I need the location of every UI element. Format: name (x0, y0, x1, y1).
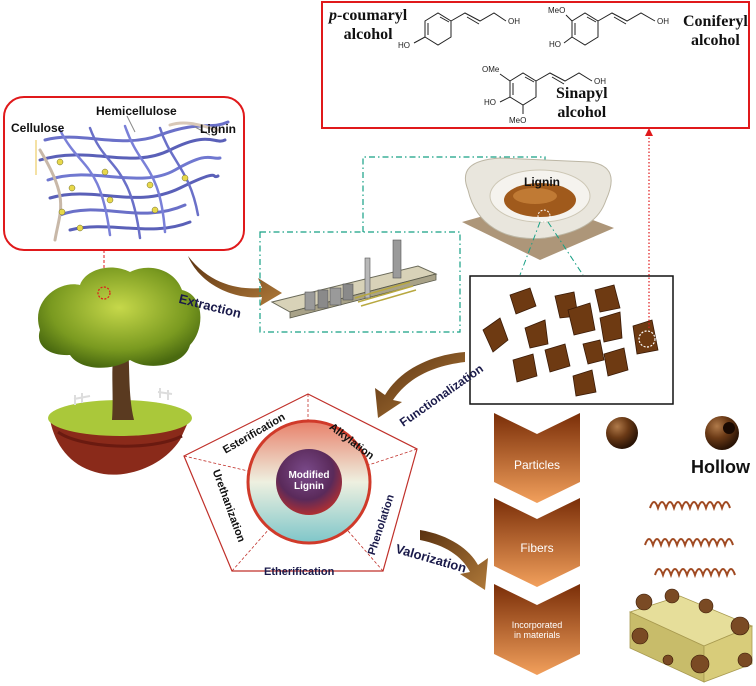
p-coumaryl-ho: HO (398, 41, 410, 50)
sinapyl-name: Sinapyl (556, 85, 608, 102)
fibers-label: Fibers (520, 541, 554, 555)
lignin-dish (462, 157, 614, 260)
valorization-arrow (420, 530, 488, 590)
sinapyl-ome: OMe (482, 65, 500, 74)
tree-canopy (38, 267, 201, 368)
fence (73, 388, 173, 405)
sinapyl-oh: OH (594, 77, 606, 86)
p-coumaryl-name: -coumaryl (337, 7, 408, 24)
sinapyl-chain (535, 72, 593, 82)
solid-particle (606, 417, 638, 449)
coniferyl-ome: MeO (548, 6, 565, 15)
hemicellulose-label: Hemicellulose (96, 104, 177, 118)
fiber-springs (644, 501, 736, 579)
coniferyl-alcohol: alcohol (690, 32, 740, 49)
p-coumaryl-prefix: p (329, 7, 337, 24)
incorporated-line2: in materials (513, 630, 560, 640)
p-coumaryl-label: p-coumaryl alcohol (329, 6, 407, 44)
red-arrowhead (645, 128, 653, 136)
modified-lignin-label: Modified Lignin (279, 470, 339, 492)
coniferyl-label: Coniferyl alcohol (683, 12, 748, 50)
zoom-circle (97, 286, 111, 300)
dish-to-box-left (519, 221, 541, 276)
hollow-particle (705, 416, 739, 450)
lignin-leader (194, 126, 211, 136)
particles-label: Particles (513, 458, 560, 472)
fibril-ends (56, 158, 189, 232)
fibril-bundle (38, 120, 230, 242)
coniferyl-ho: HO (549, 40, 561, 49)
sinapyl-label: Sinapyl alcohol (556, 84, 608, 122)
chevron-particles (494, 413, 580, 503)
monomer-structures-panel (321, 1, 750, 129)
sinapyl-meo: MeO (509, 116, 526, 125)
highlight-circle (638, 330, 656, 348)
incorporated-line1: Incorporated (511, 620, 563, 630)
extraction-arrow (188, 256, 282, 306)
incorporated-label: Incorporated in materials (494, 620, 580, 640)
dish-to-box-right (547, 221, 584, 276)
hollow-label: Hollow (691, 457, 750, 477)
p-coumaryl-chain (450, 12, 507, 22)
apparatus-device (270, 239, 438, 319)
lignin-fibril-label: Lignin (200, 122, 236, 136)
chevron-fibers (494, 498, 580, 587)
lignin-flakes (482, 284, 659, 397)
sinapyl-alcohol: alcohol (557, 104, 607, 121)
cellulose-label: Cellulose (11, 121, 65, 135)
coniferyl-chain (597, 12, 656, 22)
etherification-label: Etherification (264, 566, 335, 578)
modified-line1: Modified (288, 470, 330, 481)
hollow-opening (723, 422, 735, 434)
p-coumaryl-alcohol: alcohol (343, 26, 393, 43)
sinapyl-ho: HO (484, 98, 496, 107)
hemicellulose-leader (126, 115, 136, 133)
p-coumaryl-oh: OH (508, 17, 520, 26)
coniferyl-name: Coniferyl (683, 13, 748, 30)
tree-illustration (38, 267, 201, 475)
extraction-apparatus-frame (259, 231, 461, 333)
modified-line2: Lignin (294, 481, 324, 492)
modified-lignin-core (276, 449, 342, 515)
lignin-dish-label: Lignin (524, 175, 560, 189)
functionalization-arrow (375, 352, 465, 418)
output-chevrons (494, 413, 580, 675)
coniferyl-oh: OH (657, 17, 669, 26)
composite-block (628, 588, 754, 683)
chevron-incorporated (494, 584, 580, 675)
